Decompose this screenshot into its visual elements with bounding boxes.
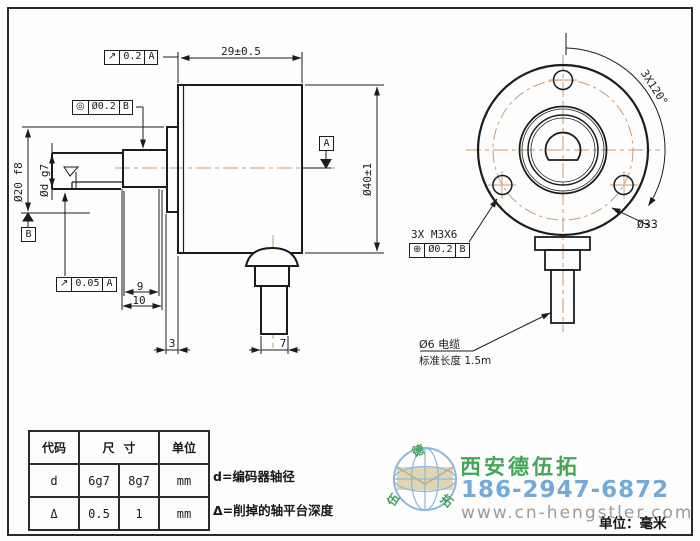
table-row: d 6g7 8g7 mm: [28, 463, 211, 498]
screw-hole: [492, 174, 513, 196]
dim-shaft-dia-label: Ød g7: [38, 163, 51, 197]
tol-value: Ø0.2: [424, 243, 457, 258]
table-cell: 0.5: [78, 496, 120, 531]
table-cell: mm: [158, 463, 211, 498]
table-header-size: 尺寸: [77, 430, 161, 465]
phone-number: 186-2947-6872: [461, 477, 670, 503]
table-header-unit: 单位: [158, 430, 211, 465]
parameter-table: 代码 尺寸 单位 d 6g7 8g7 mm Δ 0.5 1 mm: [28, 430, 211, 531]
note-shaft-diameter: d=编码器轴径: [213, 469, 295, 484]
company-name: 西安德伍拓: [460, 455, 580, 479]
datum-b-box: B: [21, 227, 36, 242]
datum-a-box: A: [319, 136, 334, 151]
dim-width-label: 29±0.5: [221, 45, 261, 58]
screw-spec-label: 3X M3X6: [411, 228, 458, 241]
dim-body-dia-label: Ø40±1: [361, 162, 374, 196]
dim-10-label: 10: [132, 294, 146, 307]
table-row: Δ 0.5 1 mm: [28, 496, 211, 531]
dimension-lines: [21, 33, 666, 354]
screw-hole: [552, 69, 574, 91]
units-note: 单位：毫米: [599, 516, 667, 532]
tol-datum: B: [455, 243, 470, 258]
tol-value: 0.2: [119, 50, 146, 65]
cable-length-label: 标准长度 1.5m: [419, 355, 492, 367]
table-cell: d: [28, 463, 80, 498]
dim-9-label: 9: [136, 280, 144, 293]
tol-value: 0.05: [71, 277, 104, 292]
website-url: www.cn-hengstler.com: [461, 503, 694, 523]
tol-value: Ø0.2: [87, 100, 120, 115]
tol-datum: B: [118, 100, 133, 115]
front-view: [476, 63, 650, 324]
dim-7-label: 7: [279, 337, 287, 350]
table-cell: Δ: [28, 496, 80, 531]
screw-hole: [613, 174, 634, 196]
shaft-hole-with-flat: [544, 131, 582, 161]
table-cell: mm: [158, 496, 211, 531]
tol-datum: A: [102, 277, 117, 292]
table-cell: 8g7: [117, 463, 161, 498]
centerlines: [115, 55, 660, 348]
cable-label: Ø6 电缆: [419, 338, 461, 351]
side-view: [51, 84, 303, 335]
table-cell: 1: [117, 496, 161, 531]
logo-globe-icon: [393, 447, 457, 511]
concentricity-icon: ◎: [72, 100, 89, 115]
dim-flange-dia-label: Ø20 f8: [12, 162, 25, 202]
runout-icon: ↗: [56, 277, 73, 292]
note-flat-depth: Δ=削掉的轴平台深度: [213, 503, 334, 518]
table-header-code: 代码: [28, 430, 80, 465]
runout-icon: ↗: [104, 50, 121, 65]
tol-datum: A: [144, 50, 159, 65]
table-cell: 6g7: [78, 463, 120, 498]
bolt-circle-label: Ø33: [637, 217, 658, 231]
position-icon: ⊕: [409, 243, 426, 258]
dim-3-label: 3: [168, 337, 176, 350]
sheet-border: [7, 7, 693, 536]
